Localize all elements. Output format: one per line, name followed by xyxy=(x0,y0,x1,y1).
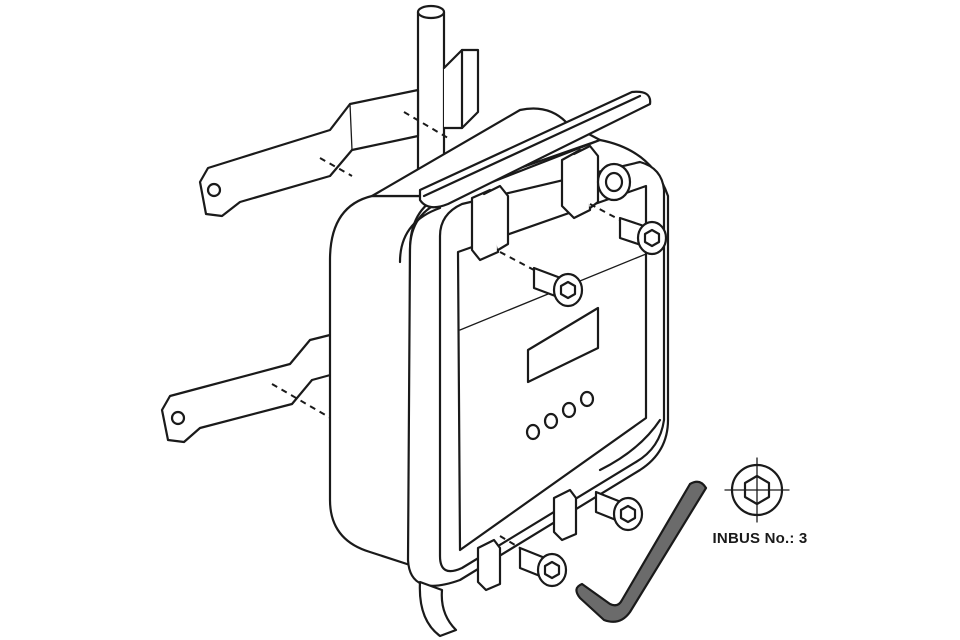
hex-key-icon xyxy=(575,480,708,623)
indicator-leds xyxy=(525,390,595,441)
display-window xyxy=(526,306,600,384)
lower-bracket-arm xyxy=(160,332,336,444)
bottom-hinge-clip xyxy=(476,488,578,592)
upper-bracket-arm xyxy=(198,88,420,218)
alignment-line xyxy=(589,203,621,221)
hex-socket-detail-icon xyxy=(724,457,790,523)
mounting-pole xyxy=(416,4,446,172)
top-right-nut xyxy=(596,162,632,202)
upper-screw-left xyxy=(532,266,584,308)
top-mounting-rail xyxy=(418,90,652,209)
led-3 xyxy=(561,401,577,419)
lower-screw-right xyxy=(594,490,644,532)
led-1 xyxy=(525,423,541,441)
lower-screw-left xyxy=(518,546,568,588)
alignment-line xyxy=(499,535,521,549)
alignment-line xyxy=(403,111,449,139)
led-4 xyxy=(579,390,595,408)
hex-key-size-label: INBUS No.: 3 xyxy=(712,530,808,547)
upper-screw-right xyxy=(618,216,668,256)
led-2 xyxy=(543,412,559,430)
alignment-line xyxy=(271,383,335,421)
upper-pole-clamp xyxy=(442,48,480,130)
top-hinge-clip xyxy=(470,144,600,262)
lower-pole xyxy=(418,418,662,638)
